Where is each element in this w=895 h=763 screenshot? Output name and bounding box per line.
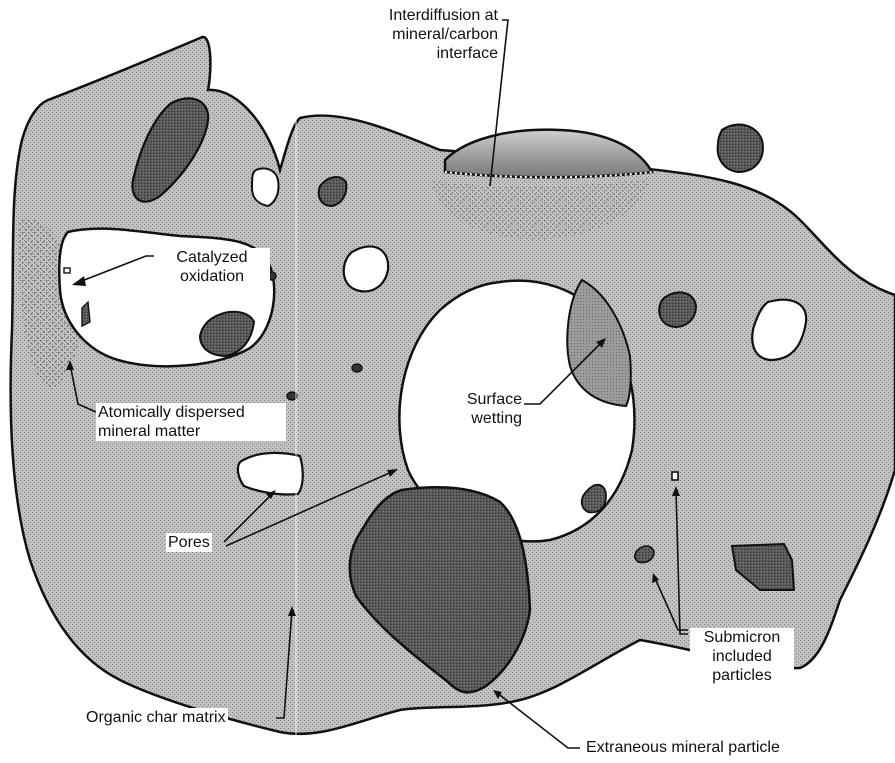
label-catalyzed-line-1: Catalyzed [156,248,268,267]
label-surface-wetting-line-2: wetting [442,409,522,428]
label-surface-wetting: Surface wetting [440,390,524,428]
label-pores-text: Pores [168,534,210,551]
label-atomically-line-2: mineral matter [98,422,284,441]
mineral-inclusion-top-right [718,125,763,172]
label-interdiffusion-line-2: mineral/carbon [348,25,498,44]
label-submicron-line-2: included [692,647,792,666]
label-submicron-particles: Submicron included particles [690,628,794,685]
label-extraneous-text: Extraneous mineral particle [586,739,780,756]
label-atomically-dispersed: Atomically dispersed mineral matter [96,403,286,441]
mineral-inclusion-right [659,292,696,326]
pore-small-2 [238,453,303,495]
submicron-particle-2 [672,472,678,480]
label-submicron-line-3: particles [692,666,792,685]
label-catalyzed-line-2: oxidation [156,267,268,286]
label-interdiffusion-line-1: Interdiffusion at [348,6,498,25]
label-organic-char-matrix: Organic char matrix [84,708,228,727]
label-surface-wetting-line-1: Surface [442,390,522,409]
mineral-cap [445,130,652,178]
label-organic-char-text: Organic char matrix [86,709,226,726]
label-catalyzed-oxidation: Catalyzed oxidation [154,248,270,286]
submicron-particle-6 [64,268,70,273]
label-submicron-line-1: Submicron [692,628,792,647]
label-extraneous-mineral: Extraneous mineral particle [584,738,782,757]
label-interdiffusion-line-3: interface [348,44,498,63]
pore-small-1 [344,246,388,291]
submicron-particle-3 [352,364,362,372]
pore-small-4 [252,168,279,206]
label-atomically-line-1: Atomically dispersed [98,403,284,422]
label-pores: Pores [166,533,212,552]
label-interdiffusion: Interdiffusion at mineral/carbon interfa… [346,6,500,63]
